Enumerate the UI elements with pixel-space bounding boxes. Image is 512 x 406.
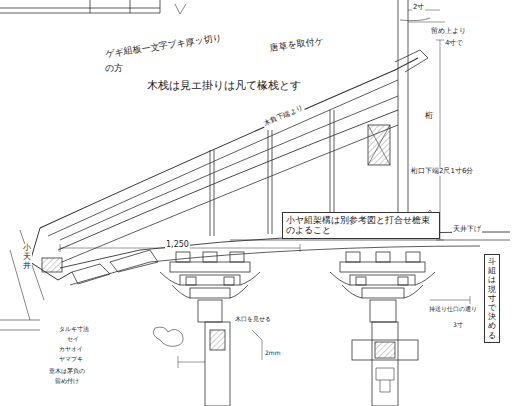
drawing-note: 1,250 — [165, 241, 190, 250]
drawing-note: 木栈は見エ掛りは凡て椽栈とす — [146, 80, 302, 92]
drawing-note: ヤマブキ — [58, 356, 84, 363]
drawing-note: の方 — [104, 64, 124, 74]
vertical-note-box: 斗組は現寸で決める — [484, 254, 500, 343]
drawing-note: 木負下端より — [262, 104, 305, 129]
drawing-note: 2寸 — [412, 4, 425, 12]
drawing-note: 桁 — [424, 112, 434, 121]
note-text: 小ヤ組架構は別参考図と打合せ檐束のよること — [286, 215, 436, 236]
drawing-note: カヤオイ — [58, 346, 84, 353]
drawing-note: 留め上より — [430, 28, 467, 36]
drawing-note: 持送り仕口の通り — [428, 306, 478, 313]
note-box: 小ヤ組架構は別参考図と打合せ檐束のよること — [282, 212, 440, 239]
drawing-note: タルキ寸法 — [58, 326, 90, 333]
drawing-note: 垂木は茅負の — [48, 368, 86, 375]
drawing-note: 小天井 — [22, 244, 32, 270]
drawing-note: 4寸で — [444, 40, 464, 48]
drawing-note: 2mm — [264, 350, 282, 357]
drawing-note: 天井下げ — [452, 226, 482, 234]
drawing-note: 唐草を取付ケ — [268, 36, 325, 54]
drawing-note: 3寸 — [452, 322, 464, 329]
drawing-note: セイ — [66, 336, 80, 343]
drawing-note: ゲギ組板一文字ブキ厚ッ切り — [104, 33, 223, 59]
note-text: 斗組は現寸で決める — [488, 257, 496, 340]
drawing-note: 木口を見せる — [234, 316, 272, 323]
drawing-note: 桁口下端2尺1寸6分 — [410, 168, 474, 176]
drawing-note: 留め付け — [54, 378, 80, 385]
